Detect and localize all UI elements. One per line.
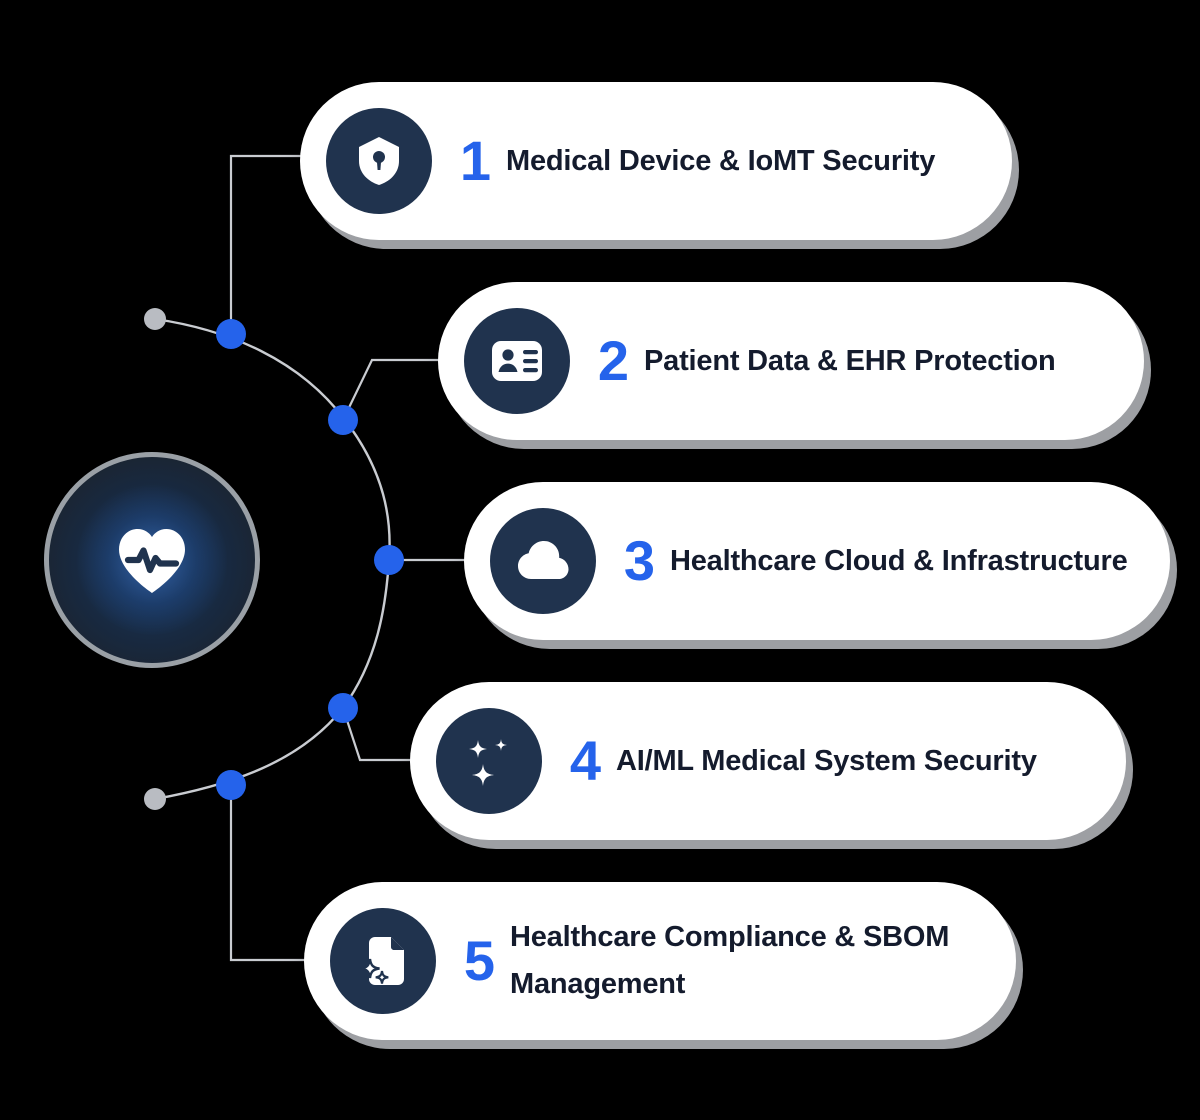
card-3-icon-circle xyxy=(490,508,596,614)
feature-card-4[interactable]: 4 AI/ML Medical System Security xyxy=(410,682,1126,840)
card-2-title: Patient Data & EHR Protection xyxy=(644,344,1056,377)
orbit-node-2[interactable] xyxy=(328,405,358,435)
feature-card-2[interactable]: 2 Patient Data & EHR Protection xyxy=(438,282,1144,440)
card-1-icon-circle xyxy=(326,108,432,214)
connector-line-5 xyxy=(229,783,306,962)
card-4-number: 4 xyxy=(569,729,601,792)
card-5-title: Healthcare Compliance & SBOM Management xyxy=(510,921,950,1000)
card-4-icon-circle xyxy=(436,708,542,814)
card-5-icon-circle xyxy=(330,908,436,1014)
feature-card-1[interactable]: 1 Medical Device & IoMT Security xyxy=(300,82,1012,240)
card-2-number: 2 xyxy=(597,329,629,392)
card-5-number: 5 xyxy=(463,929,495,992)
card-3-title: Healthcare Cloud & Infrastructure xyxy=(670,544,1128,577)
orbit-node-4[interactable] xyxy=(328,693,358,723)
sparkles-icon xyxy=(469,739,507,786)
id-card-icon xyxy=(492,341,542,381)
connector-line-4 xyxy=(341,706,414,762)
feature-card-5[interactable]: 5 Healthcare Compliance & SBOM Managemen… xyxy=(304,882,1016,1040)
central-hub[interactable] xyxy=(44,452,260,668)
connector-line-2 xyxy=(341,358,442,422)
orbit-node-1[interactable] xyxy=(216,319,246,349)
connector-line-1 xyxy=(229,154,302,336)
endpoint-node-bottom xyxy=(144,788,166,810)
feature-card-3[interactable]: 3 Healthcare Cloud & Infrastructure xyxy=(464,482,1170,640)
document-sparkle-icon xyxy=(360,937,404,985)
shield-keyhole-icon xyxy=(359,137,399,185)
card-1-number: 1 xyxy=(459,129,491,192)
heart-pulse-icon xyxy=(119,529,185,593)
card-1-title: Medical Device & IoMT Security xyxy=(506,144,936,177)
endpoint-node-top xyxy=(144,308,166,330)
card-3-number: 3 xyxy=(623,529,655,592)
orbit-node-3[interactable] xyxy=(374,545,404,575)
card-4-title: AI/ML Medical System Security xyxy=(616,744,1037,777)
orbit-node-5[interactable] xyxy=(216,770,246,800)
cloud-icon xyxy=(518,541,569,579)
card-2-icon-circle xyxy=(464,308,570,414)
